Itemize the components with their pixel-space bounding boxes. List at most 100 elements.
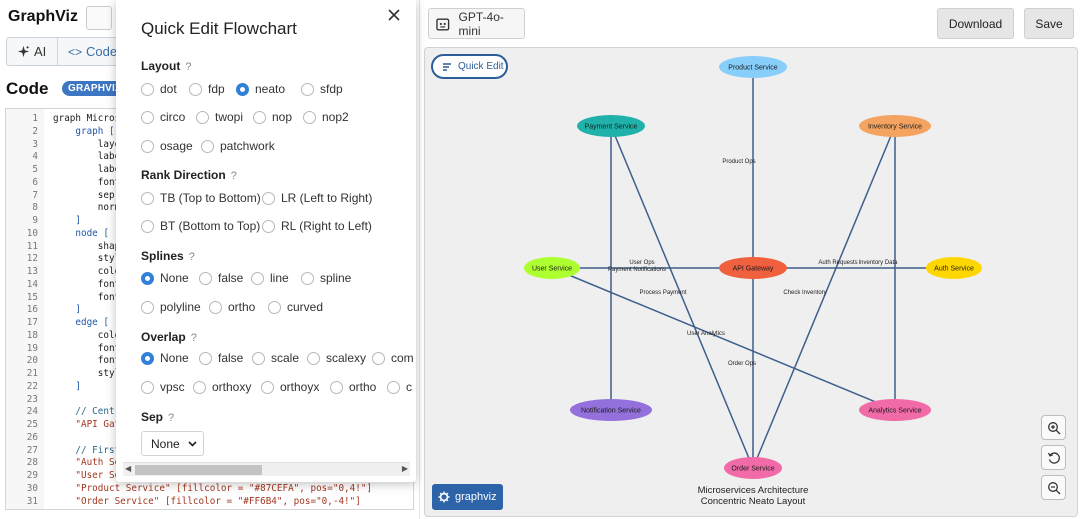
scroll-right-icon[interactable]: ▶: [401, 464, 408, 473]
app-title: GraphViz: [8, 8, 78, 25]
graphviz-settings-button[interactable]: graphviz: [432, 484, 503, 510]
node-shape: [926, 257, 982, 279]
radio-overlap[interactable]: ortho: [330, 379, 376, 395]
code-line: 5 labe: [6, 164, 413, 177]
line-number: 31: [26, 495, 38, 507]
radio-overlap[interactable]: None: [141, 350, 189, 366]
help-icon[interactable]: ?: [168, 412, 175, 424]
radio-layout[interactable]: sfdp: [301, 81, 343, 97]
code-text: font: [53, 176, 121, 188]
radio-rank-direction[interactable]: BT (Bottom to Top): [141, 218, 260, 234]
edge-label: Order Ops: [728, 361, 756, 367]
radio-overlap[interactable]: orthoxy: [193, 379, 251, 395]
graph-node[interactable]: Inventory Service: [859, 115, 931, 137]
graph-node[interactable]: Payment Service: [577, 115, 645, 137]
graph-node[interactable]: User Service: [524, 257, 580, 279]
tab-ai[interactable]: AI: [6, 37, 58, 66]
radio-label: nop: [272, 110, 293, 124]
tab-code[interactable]: <> Code: [57, 37, 119, 66]
graph-node[interactable]: Notification Service: [570, 399, 652, 421]
help-icon[interactable]: ?: [185, 61, 192, 73]
radio-circle-icon: [262, 219, 275, 233]
code-line: 27 // First: [6, 445, 413, 458]
quick-edit-button[interactable]: Quick Edit: [431, 54, 508, 79]
node-shape: [719, 257, 787, 279]
scroll-left-icon[interactable]: ◀: [125, 464, 132, 473]
radio-layout[interactable]: nop2: [303, 109, 349, 125]
graph-node[interactable]: Order Service: [724, 457, 782, 479]
model-selector-button[interactable]: GPT-4o-mini: [428, 8, 525, 39]
radio-rank-direction[interactable]: RL (Right to Left): [262, 218, 372, 234]
code-line: 16 ]: [6, 304, 413, 317]
download-button[interactable]: Download: [937, 8, 1014, 39]
radio-overlap[interactable]: com: [372, 350, 414, 366]
close-icon[interactable]: [384, 6, 404, 26]
graph-node[interactable]: API Gateway: [719, 257, 787, 279]
help-icon[interactable]: ?: [190, 332, 197, 344]
code-line: 2 graph [: [6, 126, 413, 139]
radio-overlap[interactable]: false: [199, 350, 243, 366]
graph-edge: [610, 125, 754, 469]
radio-layout[interactable]: neato: [236, 81, 285, 97]
radio-layout[interactable]: nop: [253, 109, 292, 125]
radio-splines[interactable]: curved: [268, 299, 323, 315]
radio-rank-direction[interactable]: LR (Left to Right): [262, 190, 372, 206]
radio-label: None: [160, 271, 189, 285]
radio-splines[interactable]: spline: [301, 270, 351, 286]
line-number: 16: [26, 304, 38, 316]
radio-overlap[interactable]: scale: [252, 350, 299, 366]
sep-select[interactable]: None: [141, 431, 204, 456]
radio-layout[interactable]: fdp: [189, 81, 225, 97]
code-text: graph Micros: [53, 113, 121, 124]
code-text: labe: [53, 151, 121, 163]
graph-node[interactable]: Auth Service: [926, 257, 982, 279]
code-text: norm: [53, 202, 121, 214]
radio-label: orthoxy: [212, 380, 252, 394]
radio-circle-icon: [193, 380, 206, 394]
edge-label: User Ops: [629, 260, 654, 266]
line-number: 30: [26, 482, 38, 494]
radio-overlap[interactable]: vpsc: [141, 379, 185, 395]
radio-layout[interactable]: twopi: [196, 109, 243, 125]
radio-splines[interactable]: false: [199, 270, 243, 286]
zoom-out-icon[interactable]: [1041, 475, 1066, 500]
help-icon[interactable]: ?: [230, 170, 237, 182]
radio-label: LR (Left to Right): [281, 191, 373, 205]
graph-node[interactable]: Analytics Service: [859, 399, 931, 421]
radio-overlap[interactable]: scalexy: [307, 350, 366, 366]
radio-layout[interactable]: circo: [141, 109, 185, 125]
line-number: 24: [26, 406, 38, 418]
radio-layout[interactable]: patchwork: [201, 138, 275, 154]
radio-splines[interactable]: None: [141, 270, 189, 286]
radio-splines[interactable]: ortho: [209, 299, 255, 315]
save-button[interactable]: Save: [1024, 8, 1074, 39]
code-text: colo: [53, 266, 121, 277]
radio-rank-direction[interactable]: TB (Top to Bottom): [141, 190, 261, 206]
chevron-down-icon: [188, 440, 197, 447]
radio-label: spline: [320, 271, 352, 285]
radio-overlap[interactable]: c: [387, 379, 412, 395]
graph-node[interactable]: Product Service: [719, 56, 787, 78]
section-title: Splines: [141, 249, 184, 263]
edit-list-icon: [443, 62, 451, 71]
radio-layout[interactable]: dot: [141, 81, 177, 97]
horizontal-scrollbar[interactable]: ◀ ▶: [123, 462, 410, 476]
code-line: 20 font: [6, 355, 413, 368]
help-icon[interactable]: ?: [188, 251, 195, 263]
radio-layout[interactable]: osage: [141, 138, 193, 154]
radio-splines[interactable]: line: [251, 270, 289, 286]
line-number: 29: [26, 470, 38, 481]
sidebar-toggle-button[interactable]: [86, 6, 112, 30]
code-text: font: [53, 355, 121, 367]
scrollbar-thumb[interactable]: [135, 465, 262, 475]
reset-icon[interactable]: [1041, 445, 1066, 470]
section-label-sep: Sep?: [141, 410, 174, 424]
radio-overlap[interactable]: orthoyx: [261, 379, 319, 395]
line-number: 22: [26, 380, 38, 392]
code-line: 24 // Centr: [6, 406, 413, 419]
code-line: 25 "API Gat: [6, 419, 413, 432]
radio-splines[interactable]: polyline: [141, 299, 201, 315]
zoom-in-icon[interactable]: [1041, 415, 1066, 440]
